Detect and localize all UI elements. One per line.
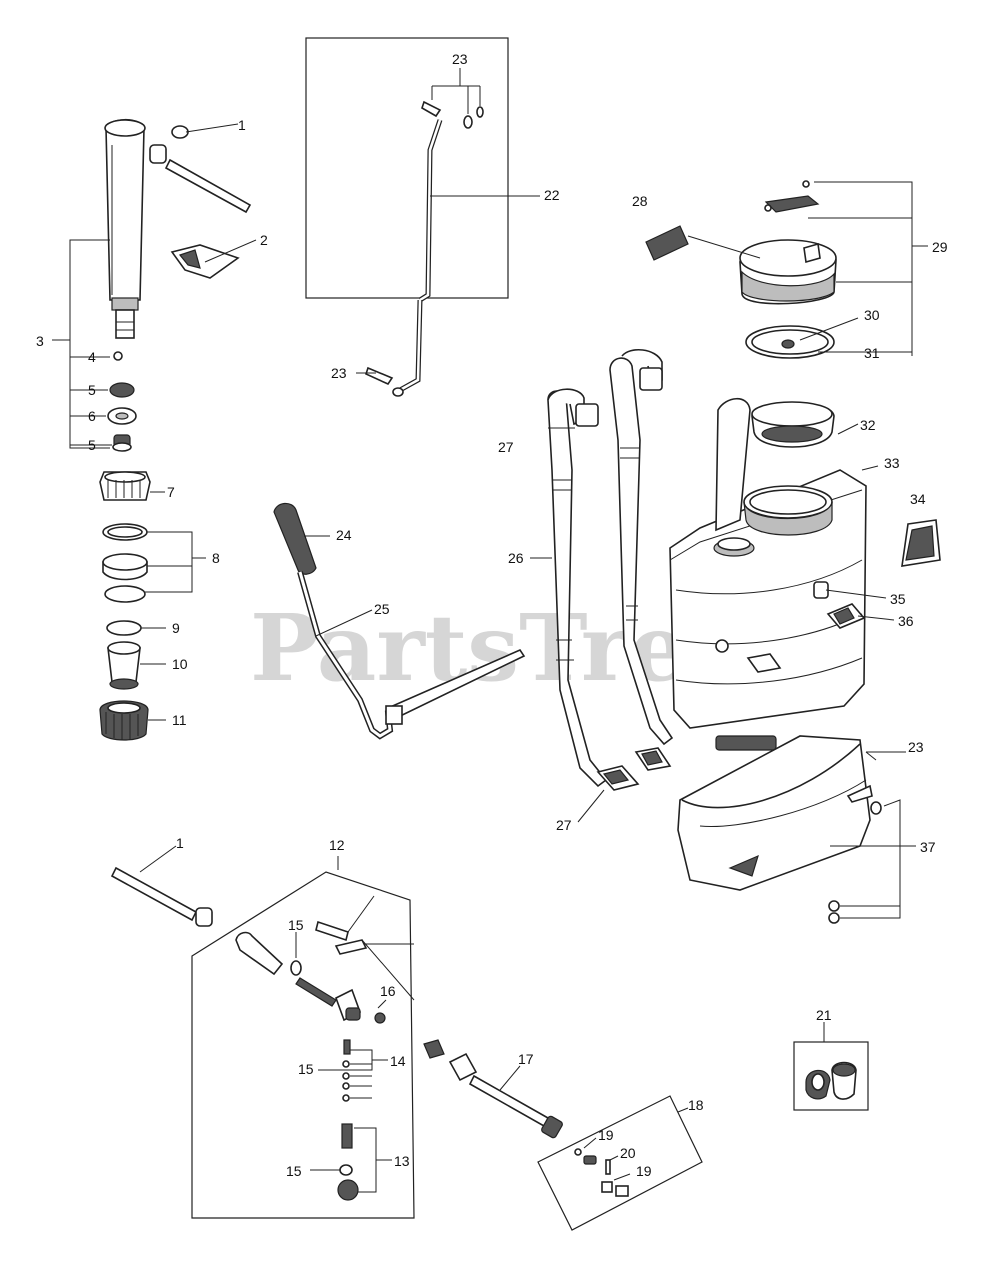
lid-part-29 <box>739 180 837 305</box>
callout-4: 4 <box>88 349 96 365</box>
callout-27: 27 <box>556 817 572 833</box>
callout-10: 10 <box>172 656 188 672</box>
base-part-37 <box>677 735 882 924</box>
callout-15: 15 <box>298 1061 314 1077</box>
callout-31: 31 <box>864 345 880 361</box>
hardware-part-23-bottom <box>365 366 404 397</box>
cap-part-11 <box>99 700 149 741</box>
strap-right-part-26 <box>609 349 674 746</box>
callout-26: 26 <box>508 550 524 566</box>
callout-28: 28 <box>632 193 648 209</box>
spring-parts-13 <box>337 1123 359 1201</box>
callout-35: 35 <box>890 591 906 607</box>
callout-23: 23 <box>452 51 468 67</box>
label-part-34 <box>901 519 941 567</box>
callout-8: 8 <box>212 550 220 566</box>
strap-left-part-26 <box>547 388 608 788</box>
callout-23: 23 <box>331 365 347 381</box>
strainer-part-32 <box>751 401 835 448</box>
label-part-28 <box>645 225 689 261</box>
callout-19: 19 <box>636 1163 652 1179</box>
nozzle-parts <box>574 1148 629 1197</box>
callout-33: 33 <box>884 455 900 471</box>
callout-36: 36 <box>898 613 914 629</box>
callout-19: 19 <box>598 1127 614 1143</box>
callout-1: 1 <box>238 117 246 133</box>
callout-27: 27 <box>498 439 514 455</box>
gasket-part-30-31 <box>745 325 835 359</box>
callout-34: 34 <box>910 491 926 507</box>
fitting-part-35-36 <box>813 581 866 629</box>
callout-9: 9 <box>172 620 180 636</box>
callout-12: 12 <box>329 837 345 853</box>
lever-part-25 <box>297 571 526 740</box>
pump-rod-part-1 <box>149 125 252 214</box>
callout-14: 14 <box>390 1053 406 1069</box>
callout-17: 17 <box>518 1051 534 1067</box>
lever-grip-part-24 <box>273 502 317 575</box>
callout-37: 37 <box>920 839 936 855</box>
callout-3: 3 <box>36 333 44 349</box>
callout-7: 7 <box>167 484 175 500</box>
callout-25: 25 <box>374 601 390 617</box>
seals-part-8 <box>102 523 148 603</box>
check-valve-parts <box>107 351 137 452</box>
callout-5: 5 <box>88 437 96 453</box>
shutoff-valve-parts <box>235 920 386 1024</box>
callout-16: 16 <box>380 983 396 999</box>
callout-2: 2 <box>260 232 268 248</box>
filter-part-10 <box>107 641 141 690</box>
callout-13: 13 <box>394 1153 410 1169</box>
callout-22: 22 <box>544 187 560 203</box>
callout-1: 1 <box>176 835 184 851</box>
shutoff-kit-box <box>191 871 415 1219</box>
cap-parts-21 <box>805 1061 857 1100</box>
spring-parts-14 <box>342 1039 351 1102</box>
callout-15: 15 <box>288 917 304 933</box>
hose-part-17 <box>423 1039 563 1139</box>
pump-cylinder <box>104 118 146 339</box>
callout-24: 24 <box>336 527 352 543</box>
callout-6: 6 <box>88 408 96 424</box>
callout-20: 20 <box>620 1145 636 1161</box>
handle-part-22 <box>398 119 443 393</box>
tank-part-33 <box>669 397 867 751</box>
callout-5: 5 <box>88 382 96 398</box>
o-ring-part-9 <box>106 620 142 636</box>
callout-29: 29 <box>932 239 948 255</box>
cap-kit-box <box>793 1041 869 1111</box>
nozzle-kit-box <box>537 1095 703 1231</box>
callout-18: 18 <box>688 1097 704 1113</box>
callout-32: 32 <box>860 417 876 433</box>
hardware-part-23-top <box>421 100 484 129</box>
callout-30: 30 <box>864 307 880 323</box>
callout-23: 23 <box>908 739 924 755</box>
wand-part-1 <box>110 866 213 927</box>
callout-15: 15 <box>286 1163 302 1179</box>
nut-part-7 <box>99 471 151 501</box>
buckle-part-27-bottom <box>596 747 672 791</box>
handle-kit-box <box>305 37 509 299</box>
callout-21: 21 <box>816 1007 832 1023</box>
watermark: PartsTree <box>250 594 746 702</box>
callout-11: 11 <box>172 712 187 728</box>
